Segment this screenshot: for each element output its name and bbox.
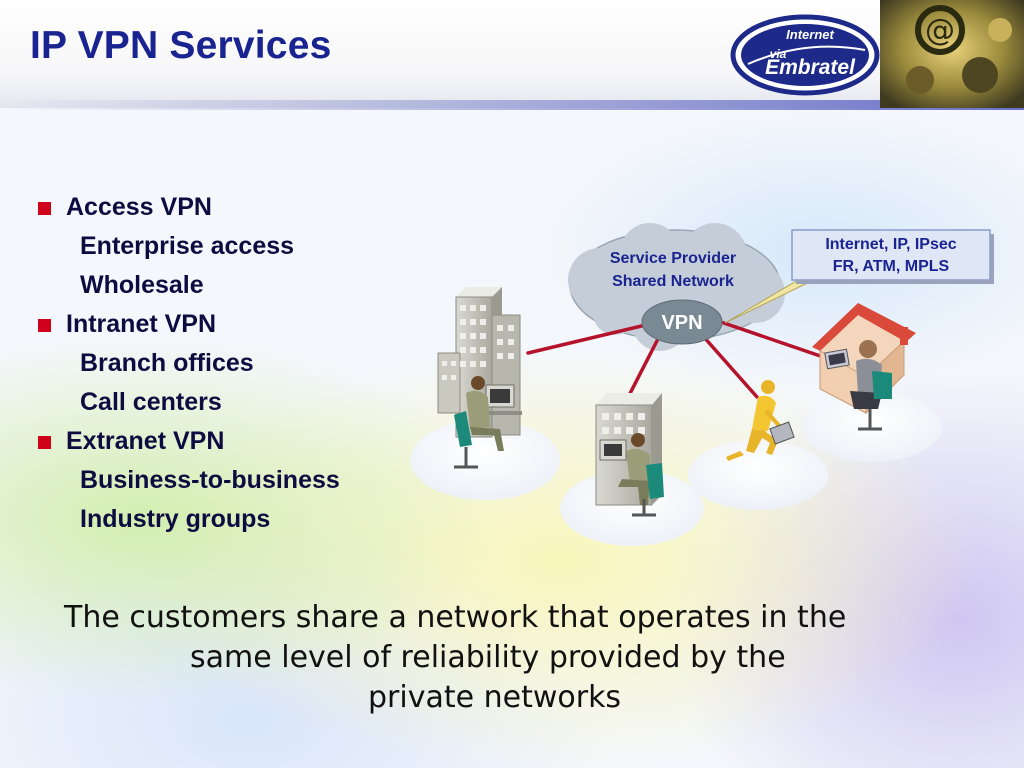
vpn-bubble xyxy=(641,299,723,345)
site-disk-hq xyxy=(410,420,560,500)
bullet-label: Intranet VPN xyxy=(66,310,217,338)
embratel-logo: Internet via Embratel xyxy=(730,14,880,96)
subitem-call-centers: Call centers xyxy=(80,388,222,416)
logo-mid-text: via xyxy=(770,47,787,61)
bullet-square-icon xyxy=(38,319,51,332)
subitem-wholesale: Wholesale xyxy=(80,271,204,299)
subitem-enterprise-access: Enterprise access xyxy=(80,232,295,260)
link-to-hq xyxy=(526,321,656,355)
logo-top-text: Internet xyxy=(786,27,834,42)
link-to-home xyxy=(716,319,834,362)
bullet-label: Access VPN xyxy=(66,193,212,221)
photo-collage-image: @ xyxy=(880,0,1024,108)
home-worker-icon xyxy=(850,340,892,431)
summary-line-2: same level of reliability provided by th… xyxy=(190,640,786,675)
header-rule xyxy=(0,100,1024,110)
subitem-industry-groups: Industry groups xyxy=(80,505,271,533)
vpn-label: VPN xyxy=(661,312,702,334)
page-title: IP VPN Services xyxy=(30,24,332,67)
summary-line-1: The customers share a network that opera… xyxy=(64,600,847,635)
svg-text:@: @ xyxy=(925,13,955,48)
worker-at-desk-icon xyxy=(454,376,522,469)
summary-statement: The customers share a network that opera… xyxy=(40,598,990,718)
callout-line1: Internet, IP, IPsec xyxy=(825,236,956,253)
site-disk-home xyxy=(802,392,942,462)
service-provider-cloud xyxy=(568,223,785,351)
summary-line-3: private networks xyxy=(368,680,622,715)
cloud-label-line1: Service Provider xyxy=(610,250,736,267)
subitem-business-to-business: Business-to-business xyxy=(80,466,340,494)
bullet-extranet-vpn: Extranet VPN xyxy=(36,422,416,461)
vpn-network-diagram: Service Provider Shared Network VPN Inte… xyxy=(410,223,994,546)
bullet-square-icon xyxy=(38,202,51,215)
bullet-list: Access VPN Enterprise access Wholesale I… xyxy=(36,188,416,539)
bullet-label: Extranet VPN xyxy=(66,427,225,455)
logo-brand-text: Embratel xyxy=(765,56,856,79)
bullet-intranet-vpn: Intranet VPN xyxy=(36,305,416,344)
subitem-branch-offices: Branch offices xyxy=(80,349,254,377)
bullet-access-vpn: Access VPN xyxy=(36,188,416,227)
mobile-worker-icon xyxy=(726,380,795,461)
branch-worker-icon xyxy=(599,433,664,517)
cloud-label-line2: Shared Network xyxy=(612,273,734,290)
callout-line2: FR, ATM, MPLS xyxy=(833,258,950,275)
bullet-square-icon xyxy=(38,436,51,449)
site-disk-mobile xyxy=(688,440,828,510)
